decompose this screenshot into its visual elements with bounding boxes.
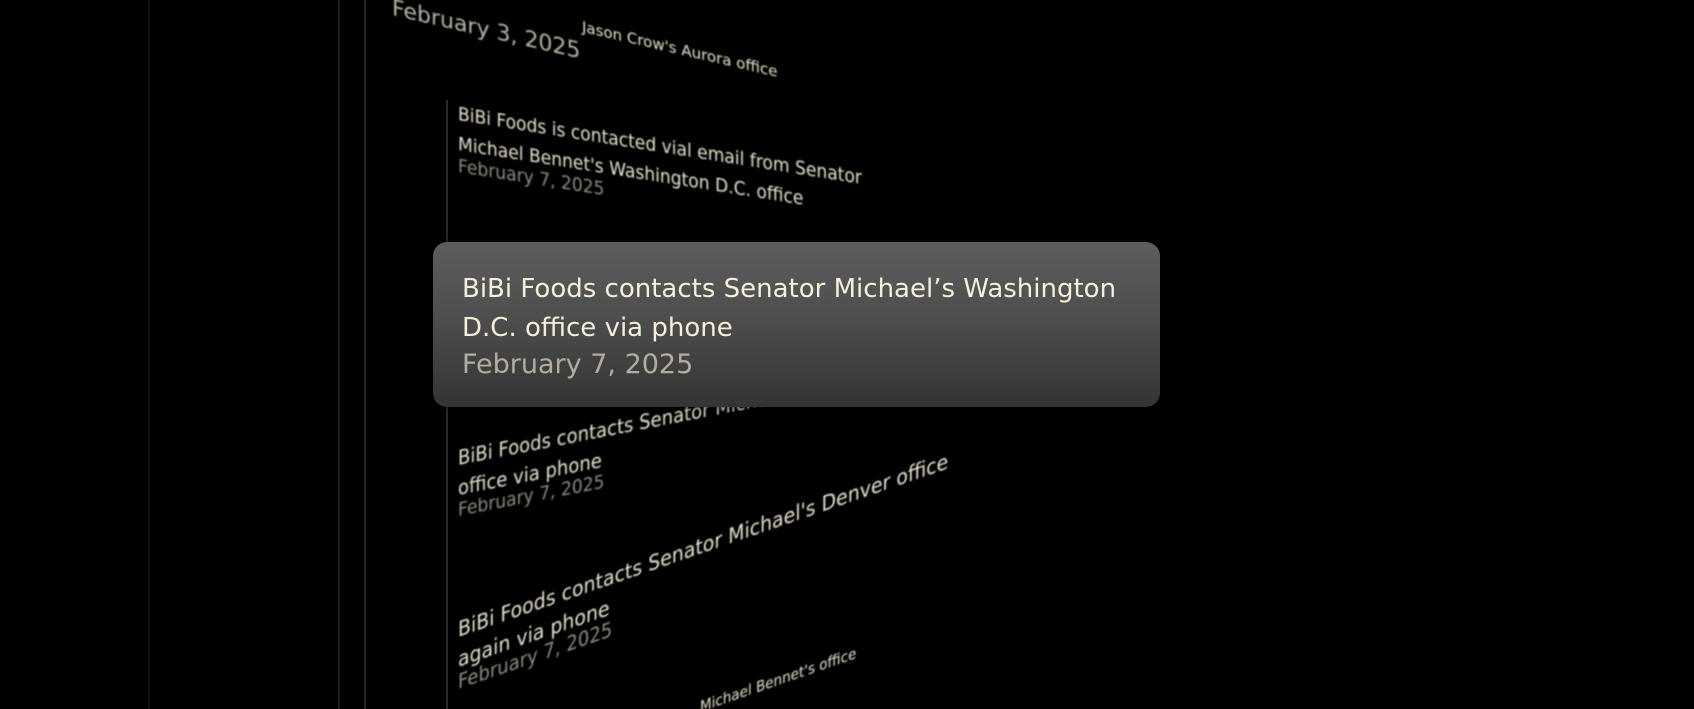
timeline-entry[interactable]: Michael Bennet's office	[700, 644, 856, 709]
timeline-rail-middle	[338, 0, 340, 709]
timeline-entry-title: Jason Crow's Aurora office	[582, 17, 778, 81]
event-tooltip: BiBi Foods contacts Senator Michael’s Wa…	[433, 242, 1160, 407]
timeline-rail-outer	[148, 0, 150, 709]
timeline-entry[interactable]: BiBi Foods is contacted vial email from …	[458, 96, 862, 241]
timeline-entry-date: February 3, 2025	[392, 0, 581, 65]
tooltip-title: BiBi Foods contacts Senator Michael’s Wa…	[462, 274, 1117, 343]
timeline-rail-inner	[364, 0, 366, 709]
timeline-entry-title: Michael Bennet's office	[700, 644, 857, 709]
timeline-entry[interactable]: Jason Crow's Aurora office February 3, 2…	[392, 0, 777, 81]
tooltip-date: February 7, 2025	[462, 349, 694, 380]
timeline-entry-title-line2: again via phone	[458, 595, 610, 672]
